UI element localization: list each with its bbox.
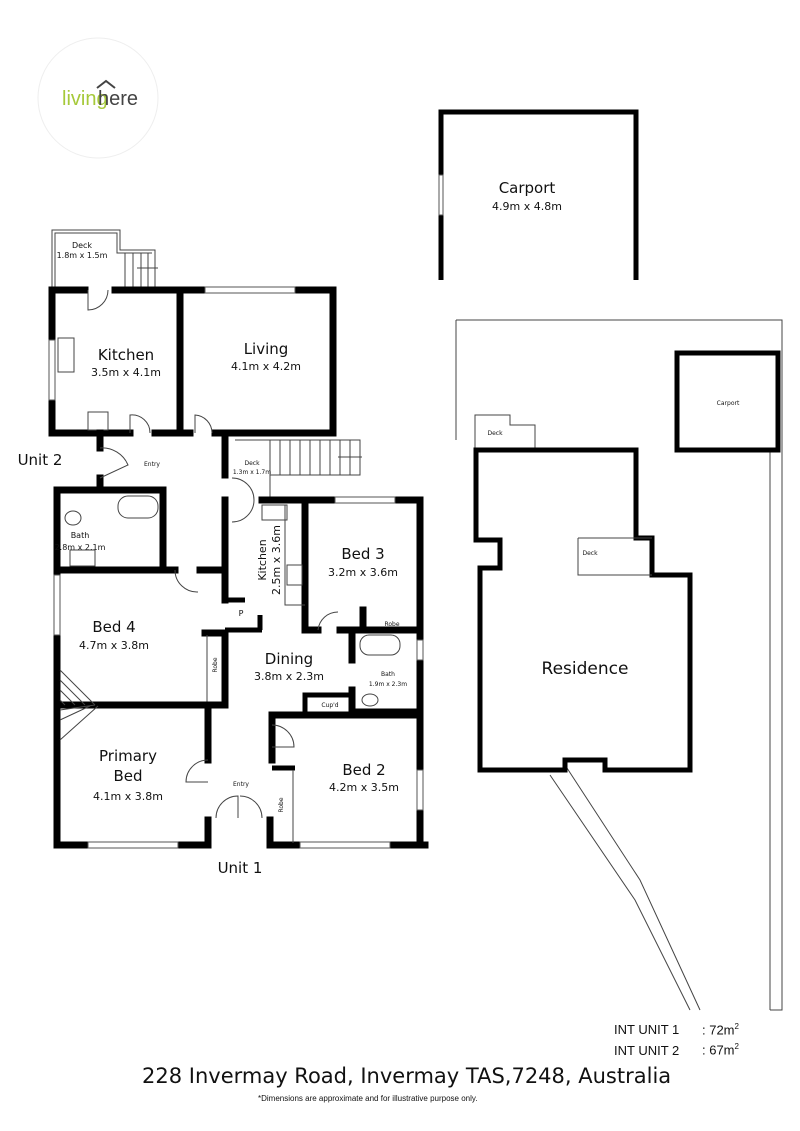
svg-text:Robe: Robe bbox=[212, 657, 219, 672]
svg-text:Deck: Deck bbox=[582, 550, 598, 557]
svg-text:Bed 3: Bed 3 bbox=[341, 545, 384, 563]
svg-text:Robe: Robe bbox=[384, 621, 399, 628]
site-plan: Carport Deck Deck Residence bbox=[455, 319, 783, 1011]
svg-text:living: living bbox=[62, 88, 108, 110]
svg-text:4.1m x 4.2m: 4.1m x 4.2m bbox=[231, 360, 301, 373]
carport-main: Carport 4.9m x 4.8m bbox=[438, 109, 639, 280]
svg-text:4.7m x 3.8m: 4.7m x 3.8m bbox=[79, 639, 149, 652]
svg-text:here: here bbox=[98, 88, 138, 110]
area-unit2: INT UNIT 2: 67m2 bbox=[614, 1042, 739, 1058]
svg-text:Deck: Deck bbox=[244, 460, 260, 467]
units-plan: Deck 1.8m x 1.5m Kitchen 3.5m x 4.1m Liv… bbox=[18, 229, 429, 877]
address: 228 Invermay Road, Invermay TAS,7248, Au… bbox=[142, 1064, 672, 1088]
svg-text:3.2m x 3.6m: 3.2m x 3.6m bbox=[328, 566, 398, 579]
svg-text:Bath: Bath bbox=[381, 671, 395, 678]
svg-text:Living: Living bbox=[244, 340, 289, 358]
svg-text:Bath: Bath bbox=[71, 531, 90, 540]
unit2-label: Unit 2 bbox=[18, 451, 63, 469]
svg-text:Deck: Deck bbox=[72, 241, 92, 250]
logo: living here bbox=[37, 37, 159, 159]
svg-text:4.2m x 3.5m: 4.2m x 3.5m bbox=[329, 781, 399, 794]
svg-text:2.8m x 2.1m: 2.8m x 2.1m bbox=[55, 543, 106, 552]
disclaimer: *Dimensions are approximate and for illu… bbox=[258, 1094, 478, 1103]
svg-text:2.5m x 3.6m: 2.5m x 3.6m bbox=[270, 525, 283, 595]
svg-text:Robe: Robe bbox=[278, 797, 285, 812]
svg-text:Kitchen: Kitchen bbox=[98, 346, 154, 364]
svg-text:3.5m x 4.1m: 3.5m x 4.1m bbox=[91, 366, 161, 379]
carport-label: Carport bbox=[499, 179, 556, 197]
carport-dims: 4.9m x 4.8m bbox=[492, 200, 562, 213]
svg-text:4.1m x 3.8m: 4.1m x 3.8m bbox=[93, 790, 163, 803]
svg-text:1.9m x 2.3m: 1.9m x 2.3m bbox=[369, 681, 407, 688]
svg-text:Bed: Bed bbox=[113, 767, 142, 785]
svg-text:Deck: Deck bbox=[487, 430, 503, 437]
svg-text:Entry: Entry bbox=[233, 781, 249, 788]
svg-text:3.8m x 2.3m: 3.8m x 2.3m bbox=[254, 670, 324, 683]
unit1-label: Unit 1 bbox=[218, 859, 263, 877]
svg-text:Bed 2: Bed 2 bbox=[342, 761, 385, 779]
svg-text:Primary: Primary bbox=[99, 747, 157, 765]
svg-text:Bed 4: Bed 4 bbox=[92, 618, 135, 636]
area-unit1: INT UNIT 1: 72m2 bbox=[614, 1022, 739, 1038]
svg-text:P: P bbox=[239, 609, 244, 618]
svg-text:Carport: Carport bbox=[717, 400, 740, 407]
svg-text:1.8m x 1.5m: 1.8m x 1.5m bbox=[57, 251, 108, 260]
residence-label: Residence bbox=[542, 659, 629, 679]
area-summary: INT UNIT 1: 72m2 INT UNIT 2: 67m2 bbox=[614, 1018, 739, 1059]
svg-text:Dining: Dining bbox=[265, 650, 313, 668]
svg-text:Entry: Entry bbox=[144, 461, 160, 468]
svg-text:Kitchen: Kitchen bbox=[256, 539, 269, 580]
svg-text:1.3m x 1.7m: 1.3m x 1.7m bbox=[233, 469, 271, 476]
svg-text:Cup'd: Cup'd bbox=[321, 702, 338, 709]
